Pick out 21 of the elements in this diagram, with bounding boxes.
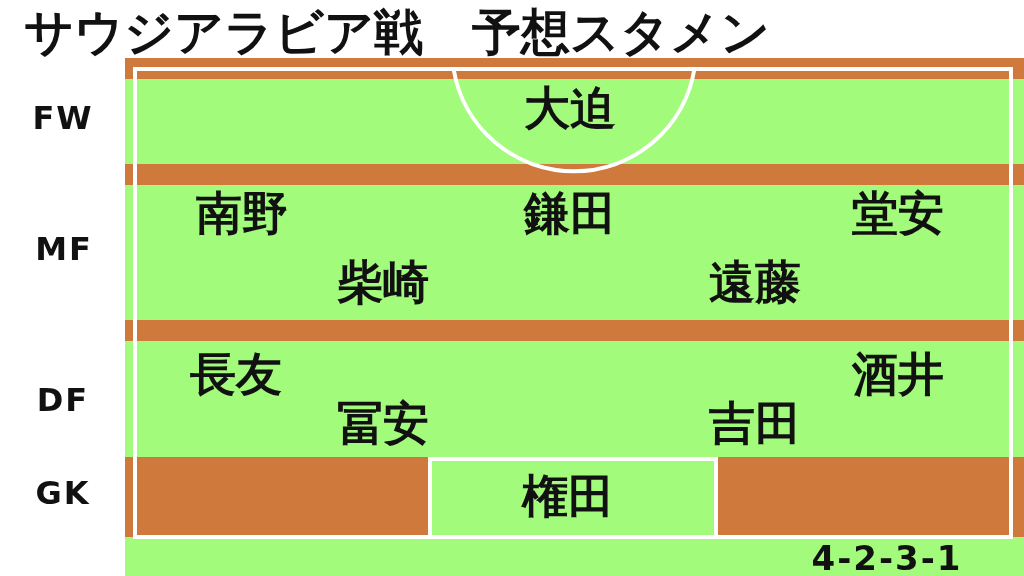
goal-area-box xyxy=(428,457,718,537)
title: サウジアラビア戦 予想スタメン xyxy=(24,8,770,57)
position-label: GK xyxy=(35,477,91,509)
position-label: DF xyxy=(36,384,90,416)
player-name: 酒井 xyxy=(852,351,944,397)
player-name: 吉田 xyxy=(709,400,801,446)
player-name: 遠藤 xyxy=(709,259,801,305)
pitch-band xyxy=(125,79,1024,164)
player-name: 南野 xyxy=(196,190,288,236)
player-name: 鎌田 xyxy=(524,190,616,236)
pitch-band xyxy=(125,185,1024,320)
player-name: 柴崎 xyxy=(337,259,429,305)
player-name: 大迫 xyxy=(524,85,616,131)
player-name: 堂安 xyxy=(852,190,944,236)
pitch-band xyxy=(125,341,1024,457)
player-name: 冨安 xyxy=(337,400,429,446)
player-name: 長友 xyxy=(190,351,282,397)
position-label: MF xyxy=(35,233,93,265)
player-name: 権田 xyxy=(522,473,614,519)
formation-label: 4-2-3-1 xyxy=(811,541,963,575)
position-label: FW xyxy=(32,102,94,134)
